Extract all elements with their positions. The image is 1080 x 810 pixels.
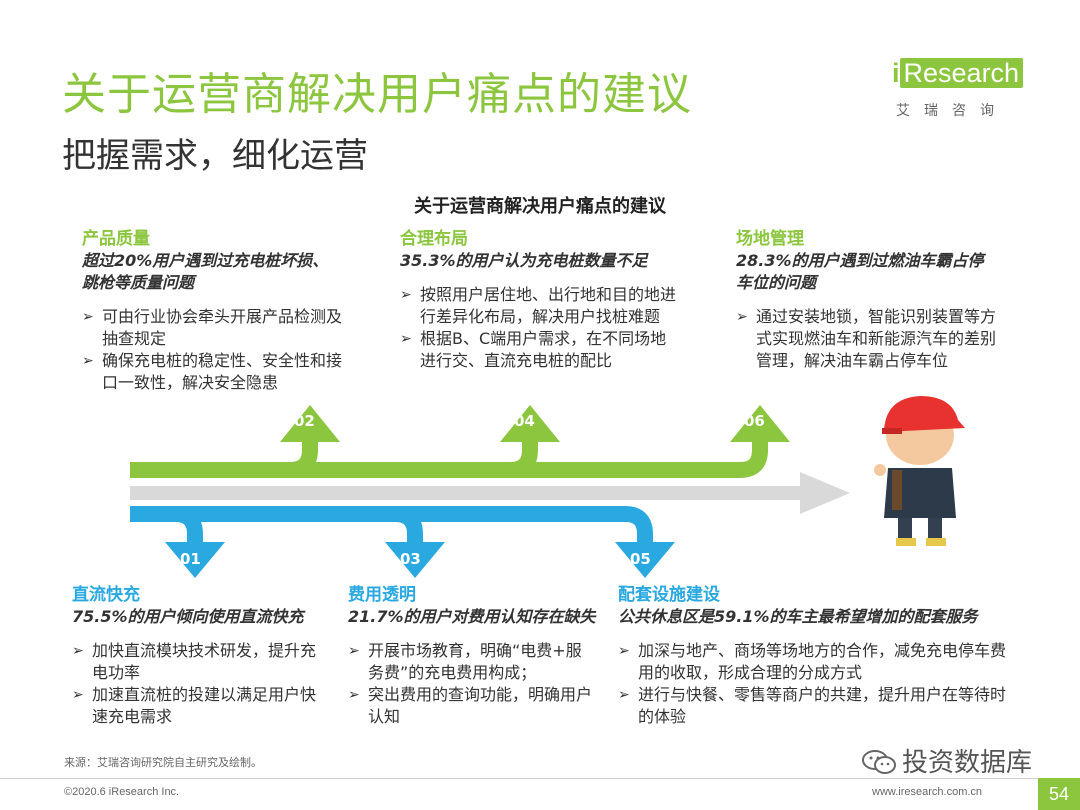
step-stat: 21.7%的用户对费用认知存在缺失 (348, 606, 596, 628)
step-point: 加深与地产、商场等场地方的合作，减免充电停车费用的收取，形成合理的分成方式 (618, 640, 1008, 684)
step-heading: 费用透明 (348, 584, 596, 606)
step-number-03: 03 (400, 550, 421, 568)
character-illustration (874, 396, 965, 546)
step-stat: 公共休息区是59.1%的车主最希望增加的配套服务 (618, 606, 1008, 628)
step-block-06: 场地管理 28.3%的用户遇到过燃油车霸占停车位的问题 通过安装地锁，智能识别装… (736, 228, 998, 372)
step-number-04: 04 (514, 412, 535, 430)
step-heading: 直流快充 (72, 584, 330, 606)
watermark: 投资数据库 (862, 742, 1032, 779)
step-point: 加速直流桩的投建以满足用户快速充电需求 (72, 684, 330, 728)
green-branch-lines (130, 440, 760, 470)
step-heading: 配套设施建设 (618, 584, 1008, 606)
step-stat: 超过20%用户遇到过充电桩坏损、跳枪等质量问题 (82, 250, 344, 294)
step-block-05: 配套设施建设 公共休息区是59.1%的车主最希望增加的配套服务 加深与地产、商场… (618, 584, 1008, 728)
step-block-04: 合理布局 35.3%的用户认为充电桩数量不足 按照用户居住地、出行地和目的地进行… (400, 228, 682, 372)
source-note: 来源：艾瑞咨询研究院自主研究及绘制。 (64, 754, 262, 770)
step-point: 按照用户居住地、出行地和目的地进行差异化布局，解决用户找桩难题 (400, 284, 682, 328)
step-point: 确保充电桩的稳定性、安全性和接口一致性，解决安全隐患 (82, 350, 344, 394)
green-arrowheads (280, 405, 790, 442)
step-point: 突出费用的查询功能，明确用户认知 (348, 684, 596, 728)
step-block-02: 产品质量 超过20%用户遇到过充电桩坏损、跳枪等质量问题 可由行业协会牵头开展产… (82, 228, 344, 394)
watermark-text: 投资数据库 (902, 748, 1032, 778)
step-point: 开展市场教育，明确“电费+服务费”的充电费用构成； (348, 640, 596, 684)
copyright: ©2020.6 iResearch Inc. (64, 786, 179, 798)
step-block-03: 费用透明 21.7%的用户对费用认知存在缺失 开展市场教育，明确“电费+服务费”… (348, 584, 596, 728)
step-point: 可由行业协会牵头开展产品检测及抽查规定 (82, 306, 344, 350)
step-point: 进行与快餐、零售等商户的共建，提升用户在等待时的体验 (618, 684, 1008, 728)
step-stat: 28.3%的用户遇到过燃油车霸占停车位的问题 (736, 250, 998, 294)
footer-divider (0, 778, 1080, 779)
step-heading: 场地管理 (736, 228, 998, 250)
step-stat: 35.3%的用户认为充电桩数量不足 (400, 250, 682, 272)
step-stat: 75.5%的用户倾向使用直流快充 (72, 606, 330, 628)
step-point: 加快直流模块技术研发，提升充电功率 (72, 640, 330, 684)
step-heading: 产品质量 (82, 228, 344, 250)
website-link[interactable]: www.iresearch.com.cn (872, 786, 982, 798)
blue-branch-lines (130, 514, 645, 544)
step-point: 根据B、C端用户需求，在不同场地进行交、直流充电桩的配比 (400, 328, 682, 372)
step-number-01: 01 (180, 550, 201, 568)
step-number-06: 06 (744, 412, 765, 430)
step-number-02: 02 (294, 412, 315, 430)
wechat-icon (862, 749, 896, 775)
step-block-01: 直流快充 75.5%的用户倾向使用直流快充 加快直流模块技术研发，提升充电功率 … (72, 584, 330, 728)
step-point: 通过安装地锁，智能识别装置等方式实现燃油车和新能源汽车的差别管理，解决油车霸占停… (736, 306, 998, 372)
step-heading: 合理布局 (400, 228, 682, 250)
step-number-05: 05 (630, 550, 651, 568)
page-number: 54 (1038, 778, 1080, 810)
